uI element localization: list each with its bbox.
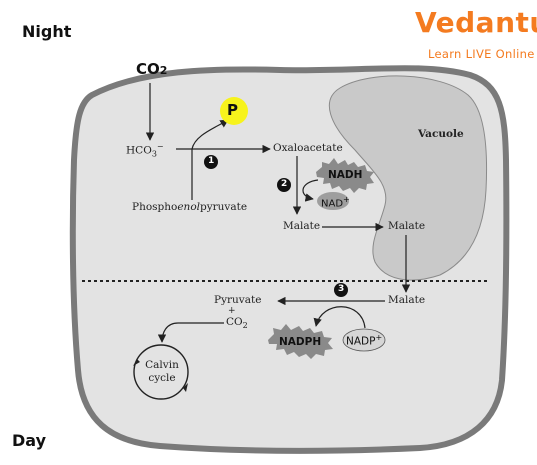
bicarbonate-label: HCO3− [126,142,164,159]
nad-superscript: + [343,195,350,204]
co2-day-subscript: 2 [242,321,248,331]
night-label: Night [22,22,72,41]
bicarbonate-superscript: − [156,142,164,151]
nadh-starburst [316,158,374,193]
calvin-line-1: Calvin [145,359,179,371]
nadh-label: NADH [328,169,363,181]
nadp-label: NADP+ [346,333,382,348]
calvin-line-2: cycle [148,372,176,384]
step-3-number: 3 [338,284,345,294]
vedantu-logo: Vedantu [415,6,537,39]
bicarbonate-text: HCO [126,144,152,157]
step-3-badge [334,283,348,297]
co2-input-subscript: 2 [159,64,168,77]
phosphate-label: P [227,101,238,119]
arrow-pep-to-phosphate [191,119,229,200]
arrow-nadh-to-nad [302,179,319,202]
calvin-cycle-label: Calvin cycle [142,359,182,385]
calvin-cycle-arrowhead [183,383,188,392]
vedantu-tagline: Learn LIVE Online [428,47,535,61]
nadp-superscript: + [375,333,383,342]
nadph-starburst [268,324,333,359]
step-2-number: 2 [281,179,288,189]
pep-prefix: Phospho [132,201,178,213]
nad-text: NAD [321,198,344,210]
nadp-ellipse [342,328,386,352]
vacuole-label: Vacuole [418,128,464,140]
co2-day-text: CO [226,316,243,328]
pep-suffix: pyruvate [200,201,248,213]
oxaloacetate-label: Oxaloacetate [273,142,343,154]
calvin-cycle-circle [133,344,189,400]
bicarbonate-subscript: 3 [151,149,157,159]
calvin-cycle-arrowhead [133,359,140,366]
nadph-label: NADPH [279,336,322,348]
arrow-nadp-to-nadph [313,306,366,329]
pyruvate-label: Pyruvate [214,294,262,306]
day-label: Day [12,431,47,450]
step-1-number: 1 [208,156,215,166]
nadp-text: NADP [346,335,376,348]
step-1-badge [204,155,218,169]
arrow-co2-to-calvin [157,322,224,343]
phosphate-circle [220,97,248,125]
nad-ellipse [317,192,349,210]
vacuole-shape [328,75,488,281]
co2-input-text: CO [136,60,160,78]
malate-day-label: Malate [388,294,426,306]
pep-label: Phosphoenolpyruvate [132,201,247,213]
nad-label: NAD+ [321,195,350,209]
co2-input-label: CO2 [136,60,167,78]
co2-day-plus: + [228,306,236,316]
step-2-badge [277,178,291,192]
malate-vacuole-label: Malate [388,220,426,232]
malate-cytosol-label: Malate [283,220,321,232]
co2-day-label: CO2 [226,316,248,330]
pep-italic: enol [177,201,200,213]
